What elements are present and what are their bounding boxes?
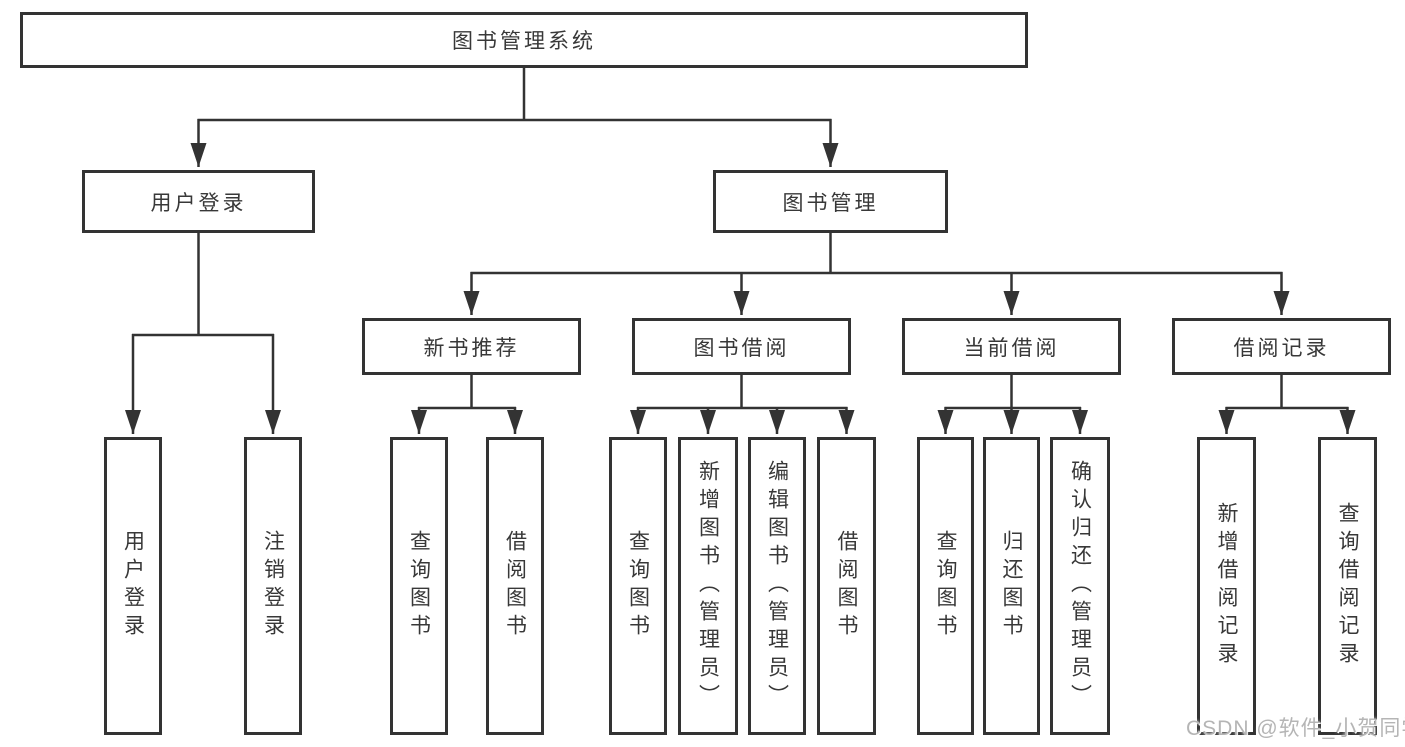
- node-new-book-recommend-label: 新书推荐: [423, 336, 520, 360]
- leaf-add-book-admin: 新增图书（管理员）: [678, 437, 738, 735]
- leaf-return-book-label: 归还图书: [1000, 530, 1023, 642]
- node-borrow-records-label: 借阅记录: [1233, 336, 1330, 360]
- node-user-login: 用户登录: [82, 170, 315, 233]
- leaf-confirm-return-admin: 确认归还（管理员）: [1050, 437, 1110, 735]
- node-root: 图书管理系统: [20, 12, 1028, 68]
- node-current-borrow-label: 当前借阅: [963, 336, 1060, 360]
- leaf-query-borrow-record-label: 查询借阅记录: [1336, 502, 1359, 670]
- leaf-query-books-borrow-label: 查询图书: [626, 530, 650, 642]
- node-book-borrow: 图书借阅: [632, 318, 851, 375]
- leaf-return-book: 归还图书: [983, 437, 1040, 735]
- node-borrow-records: 借阅记录: [1172, 318, 1391, 375]
- leaf-edit-book-admin: 编辑图书（管理员）: [748, 437, 806, 735]
- leaf-query-borrow-record: 查询借阅记录: [1318, 437, 1377, 735]
- csdn-watermark: CSDN @软件_小贺同学: [1186, 717, 1405, 740]
- leaf-user-login-label: 用户登录: [121, 530, 145, 642]
- leaf-query-books-recommend: 查询图书: [390, 437, 448, 735]
- leaf-borrow-books: 借阅图书: [817, 437, 876, 735]
- leaf-borrow-books-recommend: 借阅图书: [486, 437, 544, 735]
- node-book-management-label: 图书管理: [782, 191, 879, 215]
- leaf-logout-login: 注销登录: [244, 437, 302, 735]
- node-book-borrow-label: 图书借阅: [693, 336, 790, 360]
- leaf-add-book-admin-label: 新增图书（管理员）: [696, 460, 720, 712]
- leaf-query-books-recommend-label: 查询图书: [407, 530, 431, 642]
- node-new-book-recommend: 新书推荐: [362, 318, 581, 375]
- leaf-logout-login-label: 注销登录: [261, 530, 285, 642]
- leaf-user-login: 用户登录: [104, 437, 162, 735]
- node-current-borrow: 当前借阅: [902, 318, 1121, 375]
- leaf-borrow-books-label: 借阅图书: [835, 530, 858, 642]
- leaf-add-borrow-record: 新增借阅记录: [1197, 437, 1256, 735]
- leaf-confirm-return-admin-label: 确认归还（管理员）: [1068, 460, 1092, 712]
- node-root-label: 图书管理系统: [452, 30, 596, 53]
- leaf-edit-book-admin-label: 编辑图书（管理员）: [765, 460, 789, 712]
- leaf-add-borrow-record-label: 新增借阅记录: [1215, 502, 1238, 670]
- leaf-query-books-borrow: 查询图书: [609, 437, 667, 735]
- node-user-login-label: 用户登录: [150, 191, 247, 215]
- leaf-query-books-current-label: 查询图书: [934, 530, 957, 642]
- leaf-query-books-current: 查询图书: [917, 437, 974, 735]
- node-book-management: 图书管理: [713, 170, 948, 233]
- leaf-borrow-books-recommend-label: 借阅图书: [503, 530, 527, 642]
